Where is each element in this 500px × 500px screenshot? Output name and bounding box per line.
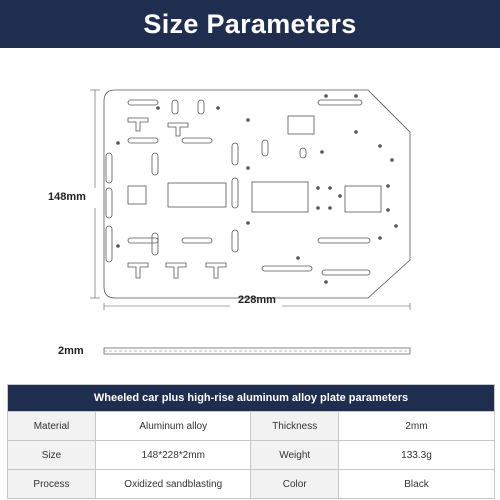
param-value: 148*228*2mm: [94, 440, 251, 470]
param-key: Size: [8, 440, 96, 470]
param-value: Aluminum alloy: [94, 411, 251, 441]
param-value: Black: [337, 469, 494, 498]
parameters-table: Wheeled car plus high-rise aluminum allo…: [7, 384, 495, 499]
param-value: 2mm: [337, 411, 494, 441]
plate-drawing-svg: [90, 89, 411, 355]
param-key: Thickness: [250, 411, 339, 441]
title-banner: Size Parameters: [0, 0, 500, 48]
plate-outline: [103, 89, 411, 299]
param-value: 133.3g: [337, 440, 494, 470]
width-dimension-label: 228mm: [238, 294, 276, 306]
table-row: Process Oxidized sandblasting Color Blac…: [8, 469, 494, 498]
page-title: Size Parameters: [143, 8, 357, 39]
param-key: Color: [250, 469, 339, 498]
table-row: Material Aluminum alloy Thickness 2mm: [8, 411, 494, 441]
thickness-dimension-label: 2mm: [58, 345, 84, 357]
param-key: Weight: [250, 440, 339, 470]
table-header: Wheeled car plus high-rise aluminum allo…: [8, 385, 494, 411]
table-row: Size 148*228*2mm Weight 133.3g: [8, 440, 494, 470]
param-key: Material: [8, 411, 96, 441]
param-value: Oxidized sandblasting: [94, 469, 251, 498]
technical-drawing: 148mm 228mm 2mm: [0, 48, 500, 378]
param-key: Process: [8, 469, 96, 498]
height-dimension-label: 148mm: [48, 191, 86, 203]
